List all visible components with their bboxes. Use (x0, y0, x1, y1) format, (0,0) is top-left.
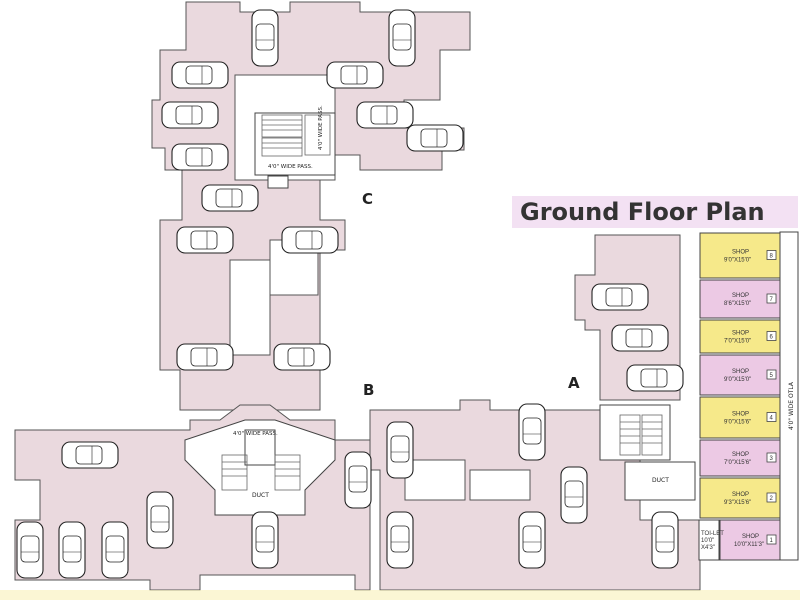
shop-label: SHOP (732, 492, 749, 498)
parked-car (101, 521, 129, 579)
parked-car (16, 521, 44, 579)
shop-number: 5 (770, 373, 774, 379)
shop-label: SHOP (732, 331, 749, 337)
shop-size: 7'0"X15'6" (724, 460, 751, 466)
title-highlight (512, 196, 798, 228)
parked-car (161, 101, 219, 129)
parked-car (344, 451, 372, 509)
toilet-label: TOI-LET (701, 531, 724, 537)
wing-c-stair-passage-label: 4'0" WIDE PASS. (268, 164, 313, 170)
parking-cars (16, 9, 684, 579)
shop-size: 9'0"X15'0" (724, 377, 751, 383)
toilet-room: TOI-LET 10'0" X4'3" (698, 519, 724, 561)
shop-number: 2 (770, 496, 774, 502)
ground-strip (0, 590, 800, 600)
wing-c-side-passage-label: 4'0" WIDE PASS. (318, 105, 324, 150)
parked-car (651, 511, 679, 569)
toilet-size-label: 10'0" (701, 538, 714, 544)
shop-number: 6 (770, 335, 774, 341)
wing-a-duct-label: DUCT (652, 477, 669, 484)
shop-number-box (766, 369, 777, 380)
shop-number-box (766, 452, 777, 463)
shop-label: SHOP (732, 293, 749, 299)
shop-size: 9'0"X15'0" (724, 258, 751, 264)
shop-6: SHOP 7'0"X15'0" 6 (699, 319, 781, 354)
shop-number-box (766, 412, 777, 422)
parked-car (58, 521, 86, 579)
shop-3: SHOP 7'0"X15'6" 3 (699, 439, 781, 477)
wing-c-stair-core: 4'0" WIDE PASS. 4'0" WIDE PASS. (254, 105, 336, 189)
parked-car (386, 511, 414, 569)
parked-car (518, 511, 546, 569)
parked-car (518, 403, 546, 461)
parked-car (591, 283, 649, 311)
shop-size: 7'0"X15'0" (724, 339, 751, 345)
parked-car (281, 226, 339, 254)
parked-car (273, 343, 331, 371)
shop-label: SHOP (732, 412, 749, 418)
parked-car (146, 491, 174, 549)
shop-size: 8'6"X15'0" (724, 301, 751, 307)
shop-4: SHOP 9'0"X15'6" 4 (699, 396, 781, 439)
wing-c-label: C (362, 190, 373, 208)
parked-car (201, 184, 259, 212)
shop-number-box (766, 293, 777, 304)
shop-number-box (766, 250, 777, 260)
shop-number: 7 (770, 297, 774, 303)
shop-row: SHOP9'0"X15'0"8SHOP8'6"X15'0"7SHOP7'0"X1… (699, 232, 781, 561)
shop-number: 4 (770, 416, 774, 422)
shop-1: SHOP 10'0"X11'3" 1 (719, 519, 781, 561)
wing-a-stair-core: DUCT (599, 404, 696, 501)
shop-number: 1 (770, 538, 774, 544)
shop-label: SHOP (742, 534, 759, 540)
shop-number: 3 (770, 456, 774, 462)
shop-label: SHOP (732, 452, 749, 458)
wing-a-slab (574, 234, 681, 401)
parked-car (251, 511, 279, 569)
shop-size: 10'0"X11'3" (734, 542, 764, 548)
wing-b-label: B (363, 381, 374, 399)
otla-strip (779, 231, 799, 561)
parked-car (406, 124, 464, 152)
parked-car (626, 364, 684, 392)
shop-number-box (766, 534, 777, 545)
parked-car (176, 343, 234, 371)
wing-a-label: A (568, 374, 580, 392)
shop-size: 9'3"X15'6" (724, 500, 751, 506)
wing-b-passage-label: 4'0" WIDE PASS. (233, 431, 278, 437)
shop-2: SHOP 9'3"X15'6" 2 (699, 477, 781, 519)
otla-label: 4'0" WIDE OTLA (788, 381, 795, 430)
shop-number: 8 (770, 254, 774, 260)
parked-car (326, 61, 384, 89)
shop-number-box (766, 492, 777, 503)
parked-car (251, 9, 279, 67)
shop-size: 9'0"X15'6" (724, 420, 751, 426)
wing-b-duct-label: DUCT (252, 492, 269, 499)
shop-8: SHOP 9'0"X15'0" 8 (699, 232, 781, 279)
shop-7: SHOP 8'6"X15'0" 7 (699, 279, 781, 319)
parked-car (386, 421, 414, 479)
plan-title: Ground Floor Plan (520, 198, 765, 226)
shop-5: SHOP 9'0"X15'0" 5 (699, 354, 781, 396)
parked-car (176, 226, 234, 254)
parked-car (171, 61, 229, 89)
shop-label: SHOP (732, 369, 749, 375)
toilet-size2-label: X4'3" (701, 545, 715, 551)
shop-number-box (766, 331, 777, 341)
parked-car (611, 324, 669, 352)
parked-car (560, 466, 588, 524)
parked-car (171, 143, 229, 171)
parked-car (61, 441, 119, 469)
parked-car (388, 9, 416, 67)
parked-car (356, 101, 414, 129)
shop-label: SHOP (732, 250, 749, 256)
wing-b-stair-core: 4'0" WIDE PASS. DUCT (184, 419, 336, 516)
